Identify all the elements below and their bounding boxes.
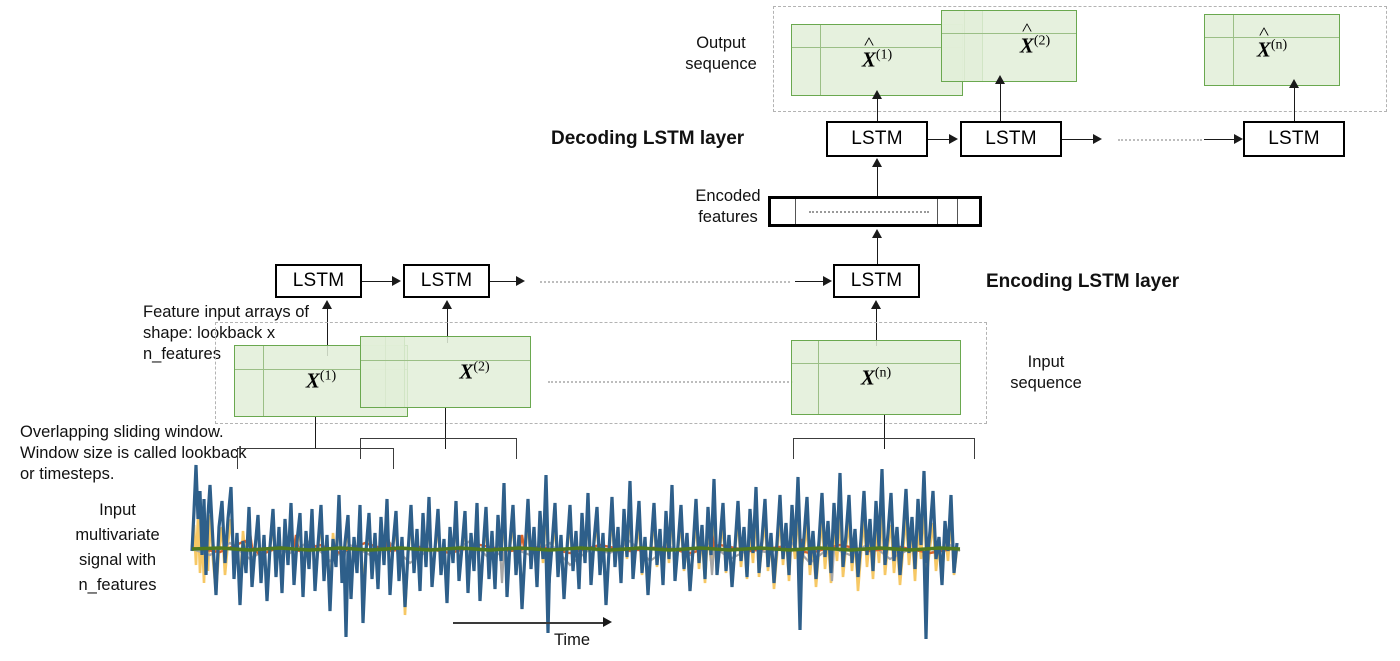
encoder-ellipsis-line xyxy=(540,281,790,283)
cell-divider-vertical xyxy=(820,25,821,95)
input-box-label: X(1) xyxy=(305,368,337,393)
output-sequence-label: Output sequence xyxy=(685,34,757,73)
cell-divider-vertical xyxy=(263,346,264,416)
encoder-chain-line-in-n xyxy=(795,281,824,282)
input-box-x2: X(2) xyxy=(360,336,531,408)
feature-input-arrays-note: Feature input arrays of shape: lookback … xyxy=(143,303,309,363)
output-box-xhat2: X(2) xyxy=(941,10,1077,82)
superscript: (2) xyxy=(1033,33,1051,49)
input-box-label: X(2) xyxy=(459,359,490,384)
encoding-layer-title: Encoding LSTM layer xyxy=(986,271,1180,292)
superscript: (1) xyxy=(319,368,337,384)
input-sequence-ellipsis xyxy=(548,381,793,383)
decoder-output-arrow-line-n xyxy=(1294,86,1295,121)
series-feature-3 xyxy=(191,546,961,552)
superscript: (n) xyxy=(874,365,892,380)
encoded-ellipsis-dots xyxy=(809,210,929,213)
input-box-label: X(n) xyxy=(860,365,892,389)
sliding-window-note: Overlapping sliding window. Window size … xyxy=(20,423,247,483)
decoder-lstm-cell-2[interactable]: LSTM xyxy=(960,121,1062,157)
encoder-to-encoded-line xyxy=(877,236,878,266)
time-axis-line xyxy=(453,622,605,624)
encoder-lstm-cell-n[interactable]: LSTM xyxy=(833,264,920,298)
cell-divider-horizontal xyxy=(1205,37,1339,38)
decoder-lstm-cell-n[interactable]: LSTM xyxy=(1243,121,1345,157)
input-to-encoder-arrow-n xyxy=(871,300,881,309)
output-sequence-container xyxy=(773,6,1387,112)
input-to-encoder-arrow-1 xyxy=(322,300,332,309)
encoder-chain-line-2-out xyxy=(490,281,517,282)
window-connector-n xyxy=(884,415,885,449)
decoder-chain-arrow-in-n xyxy=(1234,134,1243,144)
cell-divider-horizontal xyxy=(792,363,960,364)
output-box-label: X(1) xyxy=(792,48,962,73)
cell-divider-vertical xyxy=(818,341,819,414)
output-box-label: X(n) xyxy=(1205,38,1339,63)
input-to-encoder-line-2 xyxy=(447,307,448,343)
decoder-lstm-cell-1[interactable]: LSTM xyxy=(826,121,928,157)
encoder-to-encoded-arrow xyxy=(872,229,882,238)
decoder-chain-arrow-1-2 xyxy=(949,134,958,144)
decoder-chain-line-in-n xyxy=(1204,139,1235,140)
encoder-lstm-cell-1[interactable]: LSTM xyxy=(275,264,362,298)
time-axis-label: Time xyxy=(553,631,591,649)
input-to-encoder-line-1 xyxy=(327,307,328,356)
encoded-features-bar xyxy=(768,196,982,227)
decoder-output-arrow-head-2 xyxy=(995,75,1005,84)
time-axis-arrow-head xyxy=(603,617,612,627)
input-to-encoder-line-n xyxy=(876,307,877,346)
encoder-chain-line-1-2 xyxy=(362,281,393,282)
encoded-to-decoder-arrow xyxy=(872,158,882,167)
decoder-ellipsis-line xyxy=(1118,139,1202,141)
encoded-features-label: Encoded features xyxy=(695,187,761,226)
output-box-xhat1: X(1) xyxy=(791,24,963,96)
output-box-xhatn: X(n) xyxy=(1204,14,1340,86)
encoder-chain-arrow-2-out xyxy=(516,276,525,286)
cell-divider-horizontal xyxy=(235,369,407,370)
window-connector-1 xyxy=(315,417,316,449)
input-to-encoder-arrow-2 xyxy=(442,300,452,309)
decoder-chain-arrow-2-out xyxy=(1093,134,1102,144)
encoded-cell-divider-2 xyxy=(937,199,938,224)
encoded-cell-divider-1 xyxy=(795,199,796,224)
window-connector-2 xyxy=(445,408,446,449)
decoding-layer-title: Decoding LSTM layer xyxy=(551,128,745,149)
cell-divider-vertical xyxy=(1233,15,1234,85)
sliding-window-bracket-n xyxy=(793,438,975,459)
decoder-chain-line-1-2 xyxy=(928,139,950,140)
cell-divider-horizontal xyxy=(792,47,962,48)
signal-svg xyxy=(190,464,961,640)
encoder-chain-arrow-in-n xyxy=(823,276,832,286)
encoder-chain-arrow-1-2 xyxy=(392,276,401,286)
encoder-lstm-cell-2[interactable]: LSTM xyxy=(403,264,490,298)
decoder-output-arrow-line-1 xyxy=(877,97,878,121)
encoded-cell-divider-3 xyxy=(957,199,958,224)
sliding-window-bracket-2 xyxy=(360,438,517,459)
input-sequence-container xyxy=(215,322,987,424)
decoder-chain-line-2-out xyxy=(1062,139,1094,140)
superscript: (1) xyxy=(875,47,893,63)
series-feature-1 xyxy=(190,464,959,640)
decoder-output-arrow-line-2 xyxy=(1000,82,1001,121)
input-signal-plot xyxy=(190,455,970,640)
cell-divider-horizontal xyxy=(361,360,530,361)
encoded-to-decoder-line xyxy=(877,165,878,200)
decoder-output-arrow-head-1 xyxy=(872,90,882,99)
decoder-output-arrow-head-n xyxy=(1289,79,1299,88)
superscript: (2) xyxy=(473,359,490,375)
output-box-label: X(2) xyxy=(942,34,1076,59)
cell-divider-horizontal xyxy=(942,33,1076,34)
superscript: (n) xyxy=(1270,37,1288,53)
input-signal-label: Input multivariate signal with n_feature… xyxy=(75,501,160,594)
sliding-window-bracket-1 xyxy=(237,448,394,469)
input-sequence-label: Input sequence xyxy=(1010,353,1082,392)
input-box-xn: X(n) xyxy=(791,340,961,415)
